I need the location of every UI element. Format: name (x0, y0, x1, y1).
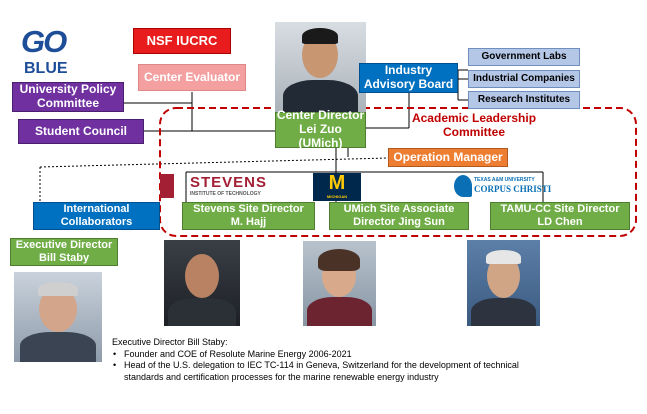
industrial-companies-box: Industrial Companies (468, 70, 580, 88)
government-labs-box: Government Labs (468, 48, 580, 66)
operation-manager-box: Operation Manager (388, 148, 508, 167)
executive-director-title: Executive Director (15, 239, 113, 252)
university-policy-committee-label: University Policy Committee (19, 82, 117, 110)
center-director-title: Center Director (276, 108, 365, 123)
government-labs-label: Government Labs (481, 51, 567, 63)
center-director-box: Center Director Lei Zuo (UMich) (275, 108, 366, 150)
stevens-site-director-name: M. Hajj (230, 216, 267, 228)
center-evaluator-box: Center Evaluator (138, 64, 246, 91)
jing-sun-photo (303, 241, 376, 326)
university-policy-committee-box: University Policy Committee (12, 82, 124, 112)
tamu-cc-site-director-name: LD Chen (537, 216, 583, 228)
bio-bullet-item: Head of the U.S. delegation to IEC TC-11… (113, 360, 532, 383)
tamu-cc-logo-top: TEXAS A&M UNIVERSITY (474, 177, 535, 183)
nsf-iucrc-label: NSF IUCRC (146, 32, 218, 48)
center-director-name: Lei Zuo (UMich) (298, 122, 343, 150)
industry-advisory-board-label: Industry Advisory Board (363, 63, 454, 91)
center-evaluator-label: Center Evaluator (143, 69, 241, 84)
go-logo-text: GO (21, 24, 67, 59)
bio-bullet-item: Founder and COE of Resolute Marine Energ… (113, 349, 532, 361)
michigan-logo: M MICHIGAN (313, 172, 361, 201)
bio-bullet-list: Founder and COE of Resolute Marine Energ… (112, 349, 532, 384)
lei-zuo-photo (275, 22, 366, 112)
umich-site-director-box: UMich Site Associate Director Jing Sun (329, 202, 469, 230)
michigan-logo-letter: M (328, 172, 346, 194)
student-council-box: Student Council (18, 119, 144, 144)
stevens-logo-sub: INSTITUTE OF TECHNOLOGY (190, 191, 261, 197)
bill-staby-bio: Executive Director Bill Staby: Founder a… (112, 337, 532, 384)
student-council-label: Student Council (35, 123, 127, 138)
tamu-cc-wave-icon (454, 175, 472, 197)
academic-committee-dashed-outline (159, 107, 637, 237)
blue-logo-text: BLUE (24, 60, 68, 77)
academic-leadership-committee-label: Academic Leadership Committee (411, 111, 537, 140)
tamu-cc-site-director-title: TAMU-CC Site Director (500, 203, 620, 216)
stevens-site-director-title: Stevens Site Director (193, 203, 304, 216)
international-collaborators-box: International Collaborators (33, 202, 160, 230)
operation-manager-label: Operation Manager (393, 149, 503, 164)
bill-staby-photo (14, 272, 102, 362)
go-blue-logo: GO BLUE (18, 24, 88, 78)
umich-site-director-title: UMich Site Associate (343, 203, 455, 216)
international-collaborators-label: International Collaborators (60, 203, 133, 228)
research-institutes-label: Research Institutes (477, 94, 571, 106)
research-institutes-box: Research Institutes (468, 91, 580, 109)
stevens-site-director-box: Stevens Site Director M. Hajj (182, 202, 315, 230)
stevens-building-icon (160, 174, 174, 198)
michigan-logo-sub: MICHIGAN (326, 194, 348, 199)
tamu-cc-logo: TEXAS A&M UNIVERSITY CORPUS CHRISTI (452, 172, 552, 200)
ld-chen-photo (467, 240, 540, 326)
stevens-logo-name: STEVENS (190, 174, 268, 191)
bio-heading: Executive Director Bill Staby: (112, 337, 228, 347)
umich-site-director-name: Director Jing Sun (353, 216, 445, 228)
industrial-companies-label: Industrial Companies (473, 73, 575, 85)
m-hajj-photo (164, 240, 240, 326)
executive-director-box: Executive Director Bill Staby (10, 238, 118, 266)
industry-advisory-board-box: Industry Advisory Board (359, 63, 458, 93)
stevens-logo: STEVENS INSTITUTE OF TECHNOLOGY (158, 172, 278, 200)
executive-director-name: Bill Staby (38, 252, 90, 264)
tamu-cc-site-director-box: TAMU-CC Site Director LD Chen (490, 202, 630, 230)
nsf-iucrc-box: NSF IUCRC (133, 28, 231, 54)
tamu-cc-logo-name: CORPUS CHRISTI (474, 184, 552, 194)
